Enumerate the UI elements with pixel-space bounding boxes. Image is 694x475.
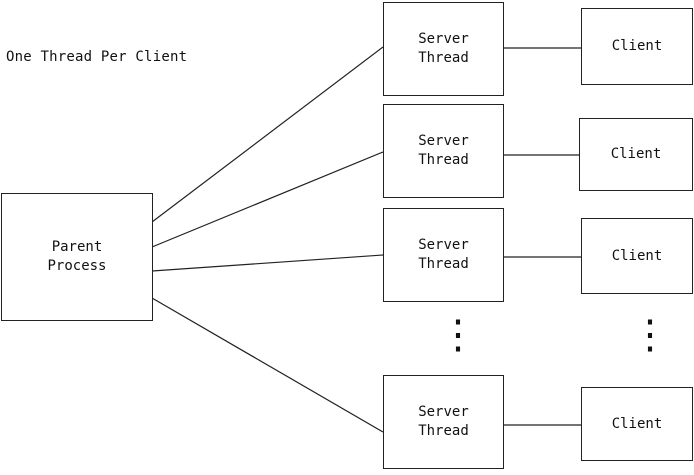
client-label: Client [611,247,663,264]
server-thread-label-line2: Thread [418,256,469,272]
server-thread-label-line1: Server [418,237,469,253]
parent-to-thread-4-line [151,297,384,433]
parent-process-box: Parent Process [1,193,153,321]
parent-to-thread-1-line [151,46,384,223]
parent-to-thread-2-line [151,151,384,248]
diagram-title: One Thread Per Client [6,49,188,65]
client-label: Client [611,38,663,54]
server-thread-label-line2: Thread [418,423,469,439]
server-thread-box-2: Server Thread [383,104,504,198]
server-thread-label-line1: Server [418,31,469,47]
parent-to-thread-3-line [151,254,384,272]
client-ellipsis: ⋮ [630,312,670,358]
client-box-2: Client [579,118,693,191]
server-thread-label-line1: Server [418,133,469,149]
server-thread-label-line1: Server [418,404,469,420]
server-thread-box-1: Server Thread [383,2,504,96]
thread-ellipsis: ⋮ [438,312,478,358]
server-thread-box-3: Server Thread [383,208,504,302]
server-thread-box-4: Server Thread [383,375,504,469]
client-label: Client [611,415,663,432]
server-thread-label-line2: Thread [418,152,469,168]
client-label: Client [610,146,662,162]
client-box-3: Client [581,218,693,294]
client-box-4: Client [581,387,693,461]
client-box-1: Client [581,8,693,85]
parent-process-label-line2: Process [47,258,107,274]
parent-process-label-line1: Parent [51,239,103,255]
server-thread-label-line2: Thread [418,50,469,66]
